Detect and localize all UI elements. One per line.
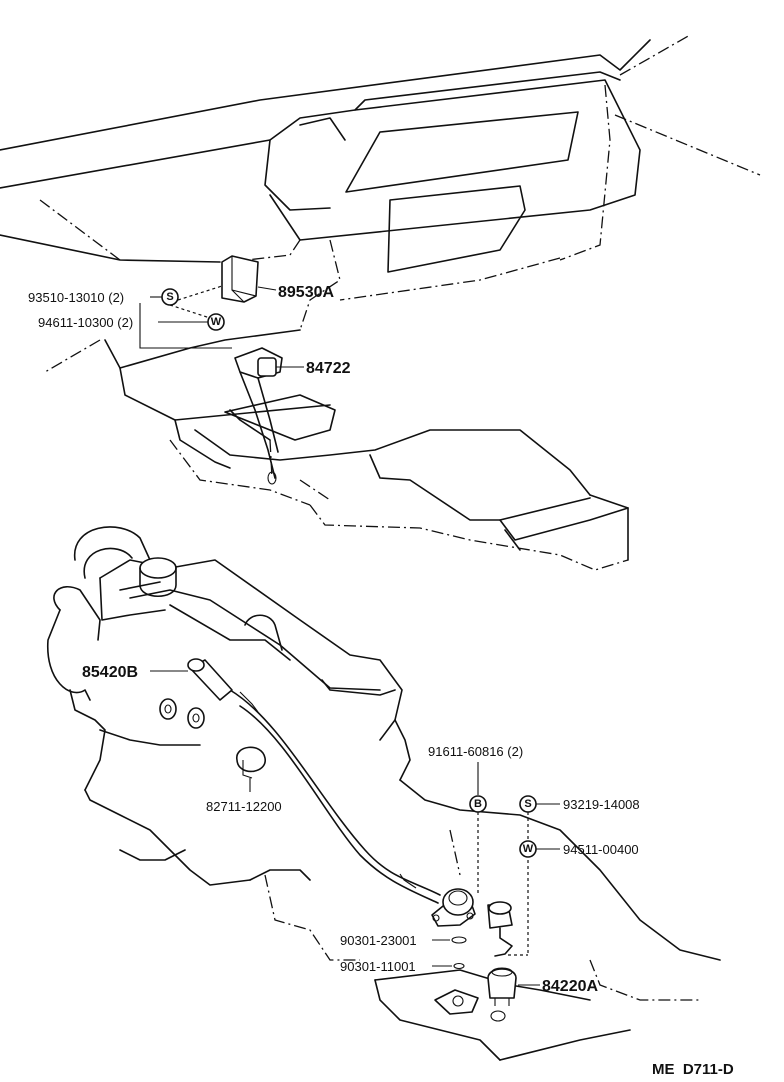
upper-callouts: S W [139, 285, 232, 349]
part-label-93510-13010: 93510-13010 (2) [28, 290, 124, 305]
part-label-89530a: 89530A [278, 284, 334, 301]
part-label-90301-23001: 90301-23001 [340, 933, 417, 948]
washer-symbol-2-text: W [523, 843, 534, 855]
part-label-84220a: 84220A [542, 978, 598, 995]
washer-symbol-2 [519, 840, 537, 858]
screw-symbol-1-text: S [166, 291, 173, 303]
part-label-85420b: 85420B [82, 664, 138, 681]
engine-drawing [47, 526, 721, 1061]
bolt-symbol [469, 795, 487, 813]
bolt-symbol-text: B [474, 798, 482, 810]
screw-symbol-2 [519, 795, 537, 813]
part-label-91611-60816: 91611-60816 (2) [428, 744, 523, 759]
part-label-82711-12200: 82711-12200 [206, 799, 282, 814]
part-label-84722: 84722 [306, 360, 351, 377]
diagram-reference: ME D711-D [652, 1061, 734, 1078]
part-label-93219-14008: 93219-14008 [563, 797, 640, 812]
part-label-94511-00400: 94511-00400 [563, 842, 639, 857]
washer-symbol-1-text: W [211, 316, 222, 328]
screw-symbol-2-text: S [524, 798, 531, 810]
part-label-94611-10300: 94611-10300 (2) [38, 315, 133, 330]
washer-symbol-1 [207, 313, 225, 331]
part-label-90301-11001: 90301-11001 [340, 959, 416, 974]
